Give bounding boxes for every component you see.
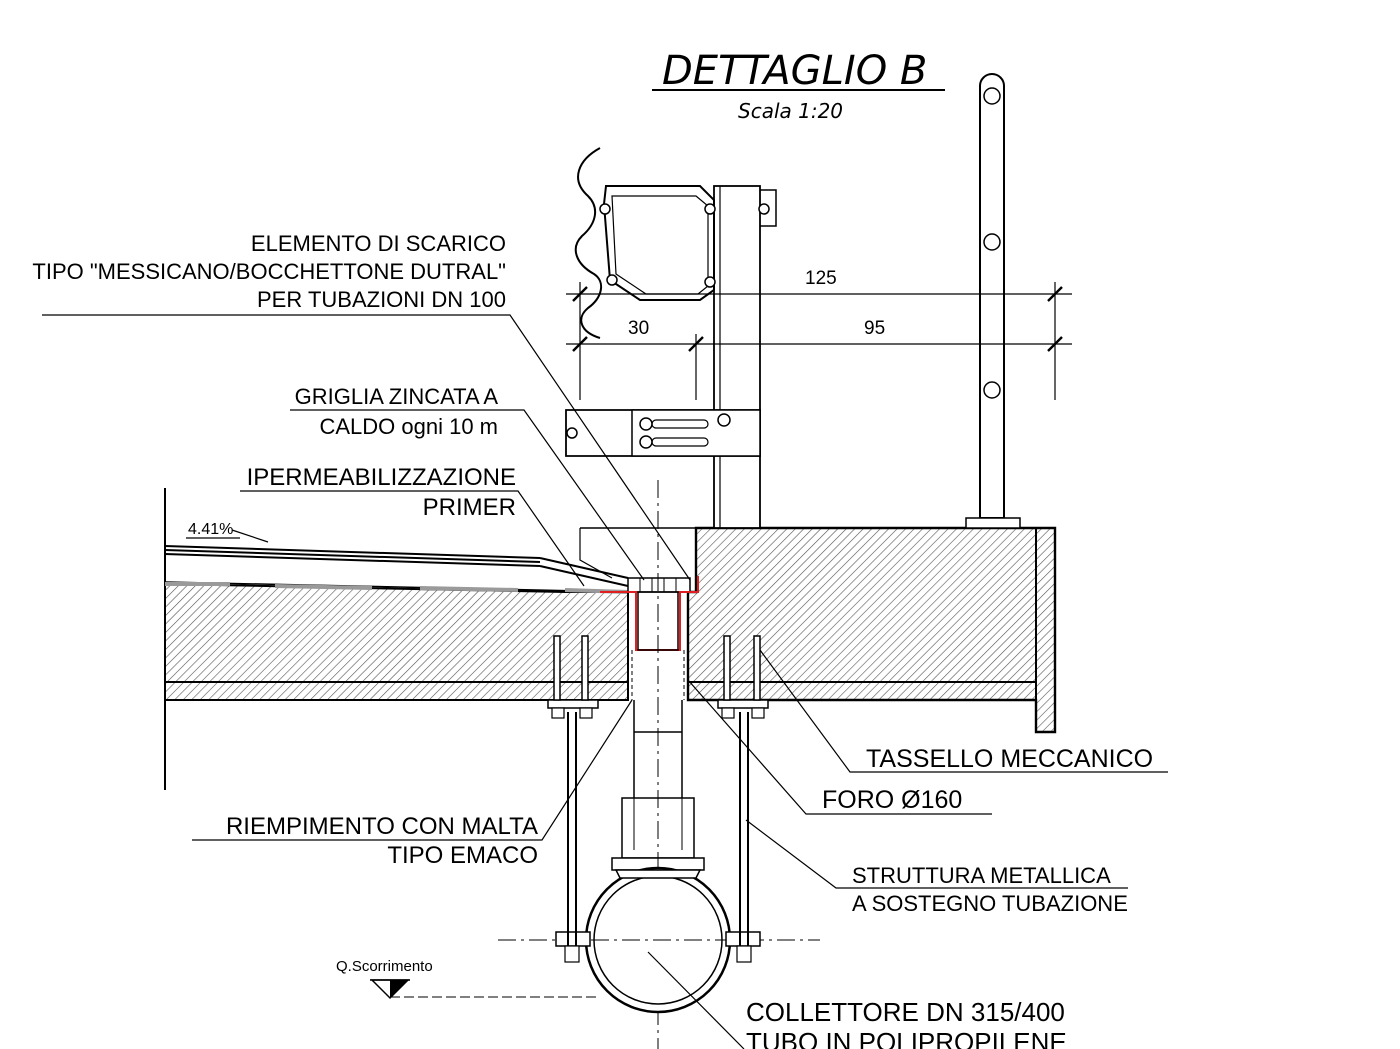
callout-struttura-line2: A SOSTEGNO TUBAZIONE: [852, 891, 1128, 916]
dim-total-125: 125: [805, 268, 837, 289]
dimension-lines: [566, 282, 1072, 400]
callout-riemp-leader: [192, 699, 633, 841]
slope-arrow: [231, 529, 269, 543]
hanger-rods: [547, 699, 769, 963]
callout-elemento-line3: PER TUBAZIONI DN 100: [257, 287, 506, 312]
curb-block: [686, 526, 1057, 734]
callout-elemento-line2: TIPO "MESSICANO/BOCCHETTONE DUTRAL": [32, 259, 506, 284]
callout-foro-leader: [687, 679, 992, 815]
drawing-title: DETTAGLIO B: [662, 48, 927, 94]
railing-post: [965, 73, 1021, 529]
level-marker: [370, 979, 600, 1000]
callout-elemento-leader: [42, 314, 691, 581]
drain-outlet: [579, 527, 699, 700]
guardrail-beam: [574, 147, 770, 339]
callout-collettore-line2: TUBO IN POLIPROPILENE: [746, 1027, 1067, 1049]
callout-collettore-line1: COLLETTORE DN 315/400: [746, 997, 1065, 1027]
slope-label: 4.41%: [188, 521, 233, 538]
lower-bracket: [565, 409, 761, 457]
callout-struttura-leader: [745, 819, 1128, 889]
callout-iperm-line2: PRIMER: [423, 494, 516, 521]
callout-iperm-line1: IPERMEABILIZZAZIONE: [247, 464, 516, 491]
callout-iperm-leader: [240, 490, 585, 587]
pavement-layers: [164, 545, 629, 594]
callout-griglia-line2: CALDO ogni 10 m: [319, 414, 498, 439]
callout-griglia-leader: [290, 409, 645, 581]
dim-left-30: 30: [628, 318, 649, 339]
callout-tassello-leader: [759, 649, 1168, 773]
callout-riemp-line2: TIPO EMACO: [387, 842, 538, 869]
qscorrimento-label: Q.Scorrimento: [336, 958, 433, 975]
callout-foro: FORO Ø160: [822, 786, 962, 814]
mechanical-anchors: [553, 635, 761, 701]
callout-collettore-leader: [647, 951, 745, 1049]
callout-struttura-line1: STRUTTURA METALLICA: [852, 863, 1111, 888]
dim-right-95: 95: [864, 318, 885, 339]
callout-elemento-line1: ELEMENTO DI SCARICO: [251, 231, 506, 256]
callout-riemp-line1: RIEMPIMENTO CON MALTA: [226, 813, 538, 840]
callout-tassello: TASSELLO MECCANICO: [866, 745, 1153, 773]
scale-label: Scala 1:20: [738, 99, 843, 123]
guardrail-post: [713, 185, 777, 529]
collector-pipe: [498, 866, 820, 1014]
callout-griglia-line1: GRIGLIA ZINCATA A: [295, 384, 499, 409]
